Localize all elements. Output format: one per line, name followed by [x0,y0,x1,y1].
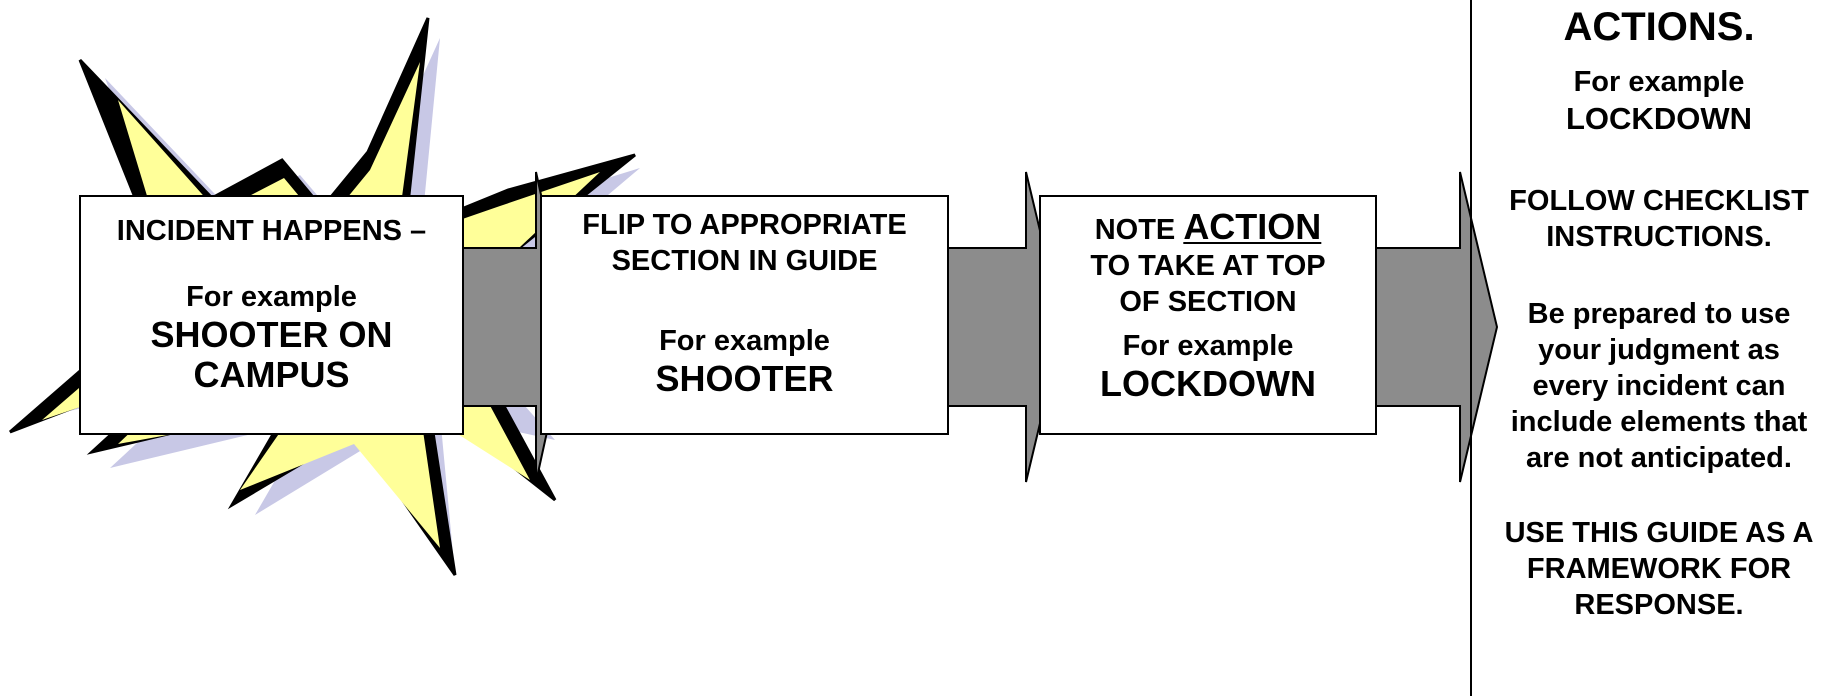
step-note-heading-line1: NOTE ACTION [1041,209,1375,248]
column-divider [1470,0,1472,696]
step-incident-box: INCIDENT HAPPENS – For example SHOOTER O… [79,195,464,435]
step-actions-guide-line3: RESPONSE. [1574,589,1744,621]
step-actions-judgment-line1: Be prepared to use [1527,298,1791,330]
step-actions-judgment-line2: your judgment as [1538,334,1780,366]
step-note-heading-line2: TO TAKE AT TOP [1090,250,1326,282]
step-actions-guide-line2: FRAMEWORK FOR [1526,553,1792,585]
step-note-heading-emphasis: ACTION [1183,206,1322,247]
step-actions-follow-line2: INSTRUCTIONS. [1546,221,1772,253]
step-actions-column: ACTIONS. For example LOCKDOWN FOLLOW CHE… [1478,0,1840,696]
step-actions-judgment-line5: are not anticipated. [1526,442,1792,474]
step-actions-judgment: Be prepared to use your judgment as ever… [1478,296,1840,476]
step-flip-heading-line2: SECTION IN GUIDE [611,245,878,277]
step-actions-judgment-line4: include elements that [1510,406,1808,438]
step-note-heading-prefix: NOTE [1094,214,1184,246]
step-actions-title: ACTIONS. [1563,5,1755,49]
step-incident-example-label: For example [186,281,357,313]
step-actions-judgment-line3: every incident can [1532,370,1786,402]
step-actions-example: For example LOCKDOWN [1478,64,1840,138]
step-actions-follow-line1: FOLLOW CHECKLIST [1509,185,1809,217]
step-note-example-label: For example [1122,330,1294,362]
step-note-box: NOTE ACTION TO TAKE AT TOP OF SECTION Fo… [1039,195,1377,435]
step-note-heading-line3: OF SECTION [1119,286,1297,318]
step-actions-example-label: For example [1573,66,1745,98]
step-flip-example-label: For example [659,325,830,357]
step-flip-heading-line1: FLIP TO APPROPRIATE [582,209,907,241]
step-actions-guide-line1: USE THIS GUIDE AS A [1504,517,1814,549]
step-flip-box: FLIP TO APPROPRIATE SECTION IN GUIDE For… [540,195,949,435]
step-actions-follow: FOLLOW CHECKLIST INSTRUCTIONS. [1478,183,1840,255]
step-incident-example-line2: CAMPUS [193,354,350,395]
step-actions-example-value: LOCKDOWN [1566,101,1752,136]
step-actions-guide: USE THIS GUIDE AS A FRAMEWORK FOR RESPON… [1478,515,1840,623]
step-incident-heading: INCIDENT HAPPENS – [116,215,427,247]
step-flip-example-value: SHOOTER [655,358,834,399]
step-incident-example-line1: SHOOTER ON [150,314,393,355]
step-note-example-value: LOCKDOWN [1100,363,1316,404]
